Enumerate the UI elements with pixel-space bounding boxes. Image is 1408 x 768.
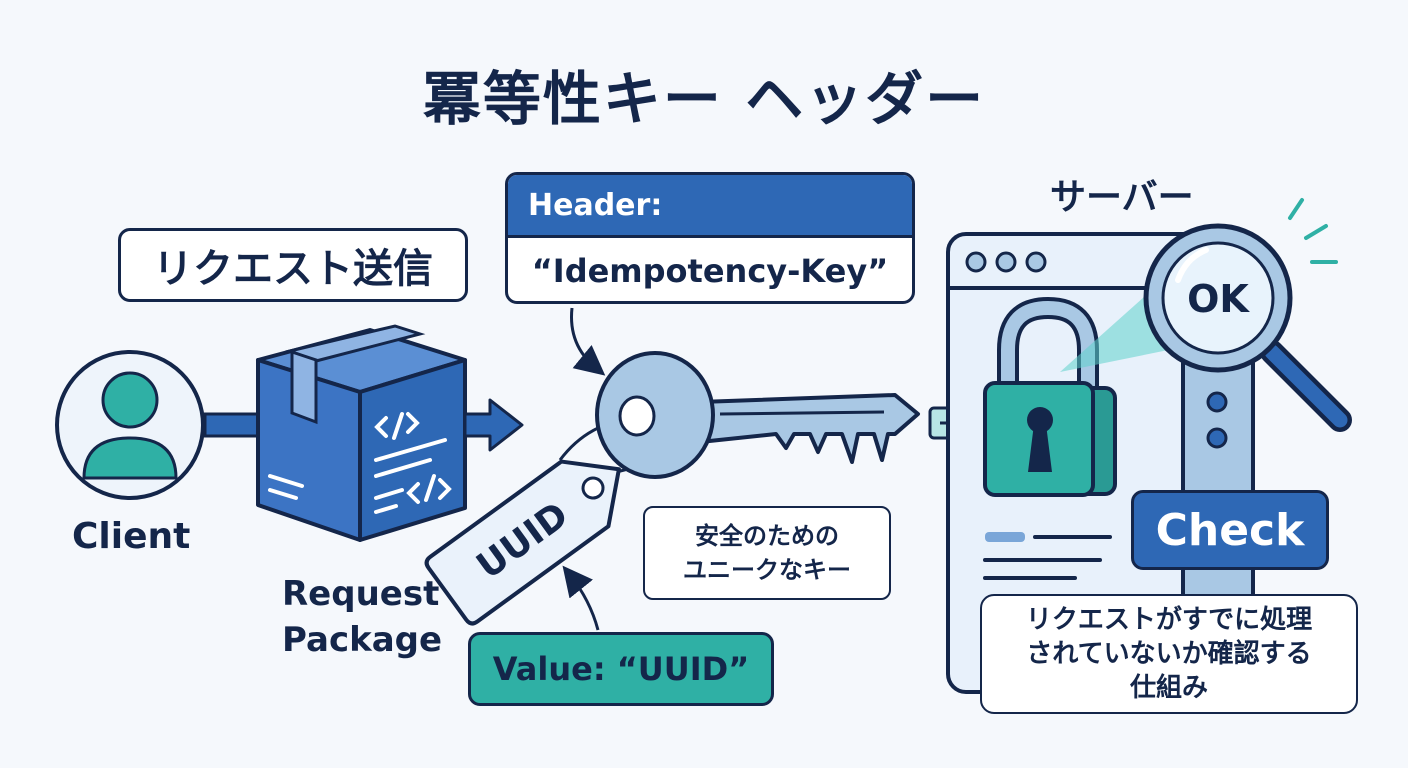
client-avatar-icon bbox=[55, 350, 205, 500]
ok-text: OK bbox=[1187, 277, 1250, 321]
window-dot-icon bbox=[995, 251, 1017, 273]
header-box: Header: “Idempotency-Key” bbox=[505, 172, 915, 304]
padlock-icon bbox=[983, 296, 1117, 497]
page-title: 冪等性キー ヘッダー bbox=[422, 65, 986, 133]
sparkle-lines bbox=[1288, 198, 1338, 264]
server-description-line2: されていないか確認する bbox=[1026, 639, 1312, 669]
server-description-line1: リクエストがすでに処理 bbox=[1025, 605, 1313, 635]
magnifier-icon: OK bbox=[1143, 198, 1352, 432]
server-description-box: リクエストがすでに処理 されていないか確認する 仕組み bbox=[980, 594, 1358, 714]
window-dot-icon bbox=[1025, 251, 1047, 273]
package-label-line2: Package bbox=[282, 620, 443, 660]
check-badge: Check bbox=[1131, 490, 1329, 570]
value-pointer bbox=[562, 565, 600, 631]
header-box-value: “Idempotency-Key” bbox=[531, 252, 889, 290]
server-label: サーバー bbox=[1050, 177, 1194, 218]
key-note-line2: ユニークなキー bbox=[683, 556, 851, 584]
request-send-label: リクエスト送信 bbox=[118, 228, 468, 302]
value-box: Value: “UUID” bbox=[468, 632, 774, 706]
package-label-line1: Request bbox=[282, 574, 440, 614]
window-dot-icon bbox=[965, 251, 987, 273]
client-label: Client bbox=[72, 516, 191, 557]
send-arrow bbox=[463, 398, 524, 452]
server-description-line3: 仕組み bbox=[1129, 673, 1208, 703]
header-pointer bbox=[570, 307, 606, 376]
key-note-line1: 安全のための bbox=[695, 522, 839, 550]
key-note-box: 安全のための ユニークなキー bbox=[643, 506, 891, 600]
request-package-icon bbox=[256, 324, 467, 542]
idempotency-key-icon bbox=[595, 351, 920, 479]
header-box-title: Header: bbox=[508, 175, 912, 238]
